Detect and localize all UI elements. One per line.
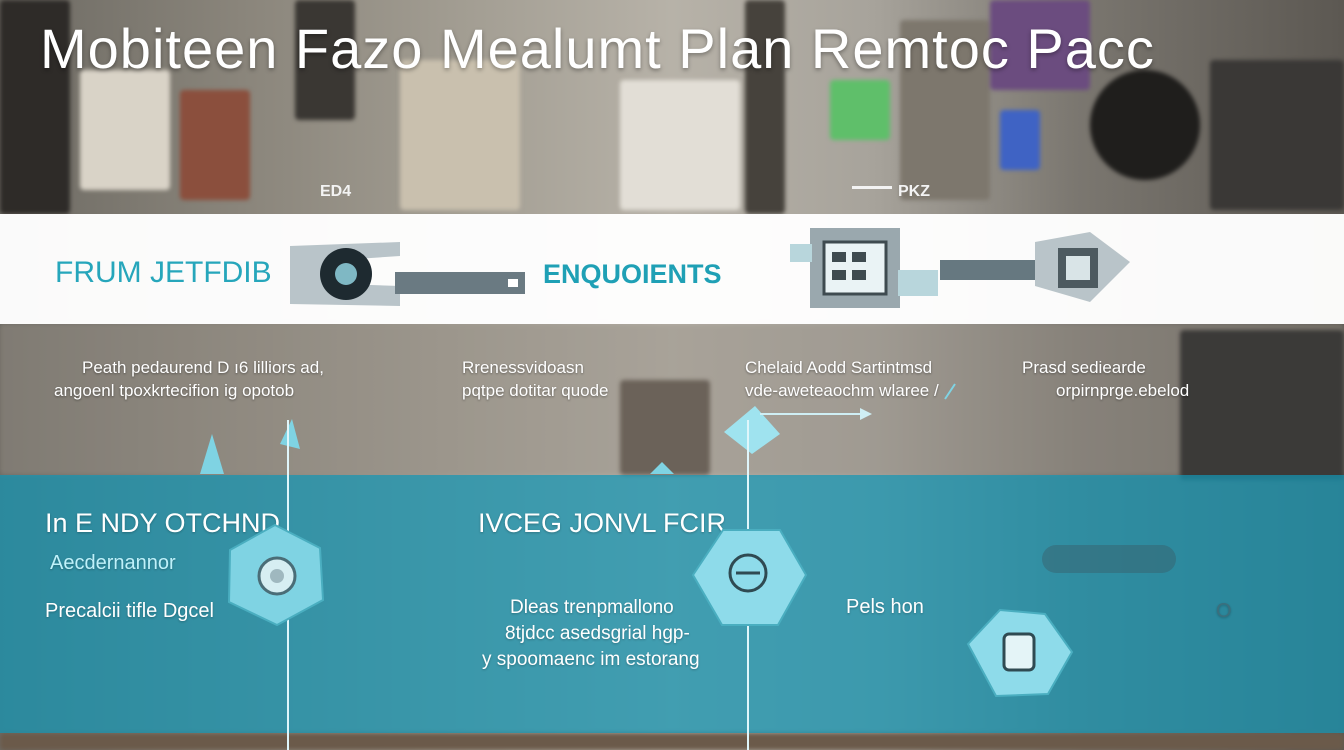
page-title: Mobiteen Fazo Mealumt Plan Remtoc Pacc [40, 17, 1155, 80]
teal-left-heading: In E NDY OTCHND [45, 508, 281, 538]
hex-node-center [691, 529, 808, 626]
note-3-line1: Chelaid Aodd Sartintmsd [745, 358, 933, 377]
white-band: FRUM ЈЕTFDIB ENQUOIENTS [0, 214, 1344, 324]
teal-band [0, 475, 1344, 733]
marker-left: ED4 [320, 183, 352, 200]
note-1: Peath pedaurend D ı6 lilliors ad, angoen… [54, 356, 324, 402]
teal-center-body-2: 8tjdcc asedsgrial hgp- [505, 623, 690, 644]
teal-left-body: Precalcii tifle Dgcel [45, 600, 214, 622]
note-2: Rrenessvidoasn pqtpe dotitar quode [462, 356, 609, 402]
note-3-line2: vde-aweteaochm wlaree / [745, 381, 939, 400]
teal-right-badge: O [1216, 600, 1232, 622]
note-3: Chelaid Aodd Sartintmsd vde-aweteaochm w… [745, 356, 939, 402]
wrench-icon [290, 242, 525, 306]
teal-right-body: Pels hon [846, 596, 924, 618]
band-left-label: FRUM ЈЕTFDIB [55, 256, 272, 289]
hex-node-right [966, 608, 1074, 698]
connector-arrows [200, 383, 956, 474]
note-2-line2: pqtpe dotitar quode [462, 381, 609, 400]
teal-left-sub: Aecdernannor [50, 552, 176, 574]
progress-pill [1042, 545, 1176, 573]
teal-center-body-3: y spoomaenc im estorang [482, 649, 700, 670]
hex-node-left [227, 523, 325, 627]
note-4-line2: orpirnprge.ebelod [1056, 381, 1190, 400]
marker-dash [852, 186, 892, 189]
note-4-line1: Prasd sediearde [1022, 358, 1146, 377]
note-1-line2: angoenl tpoxkrtecifion ig opotob [54, 381, 295, 400]
teal-center-body-1: Dleas trenpmallono [510, 597, 674, 618]
note-1-line1: Peath pedaurend D ı6 lilliors ad, [82, 358, 324, 377]
note-4: Prasd sediearde orpirnprge.ebelod [1022, 356, 1189, 402]
teal-center-heading: IVCEG JONVL FCIR [478, 508, 727, 538]
note-2-line1: Rrenessvidoasn [462, 358, 584, 377]
band-center-label: ENQUOIENTS [543, 259, 722, 289]
marker-right: PKZ [898, 183, 930, 200]
machine-icon [790, 228, 1130, 308]
